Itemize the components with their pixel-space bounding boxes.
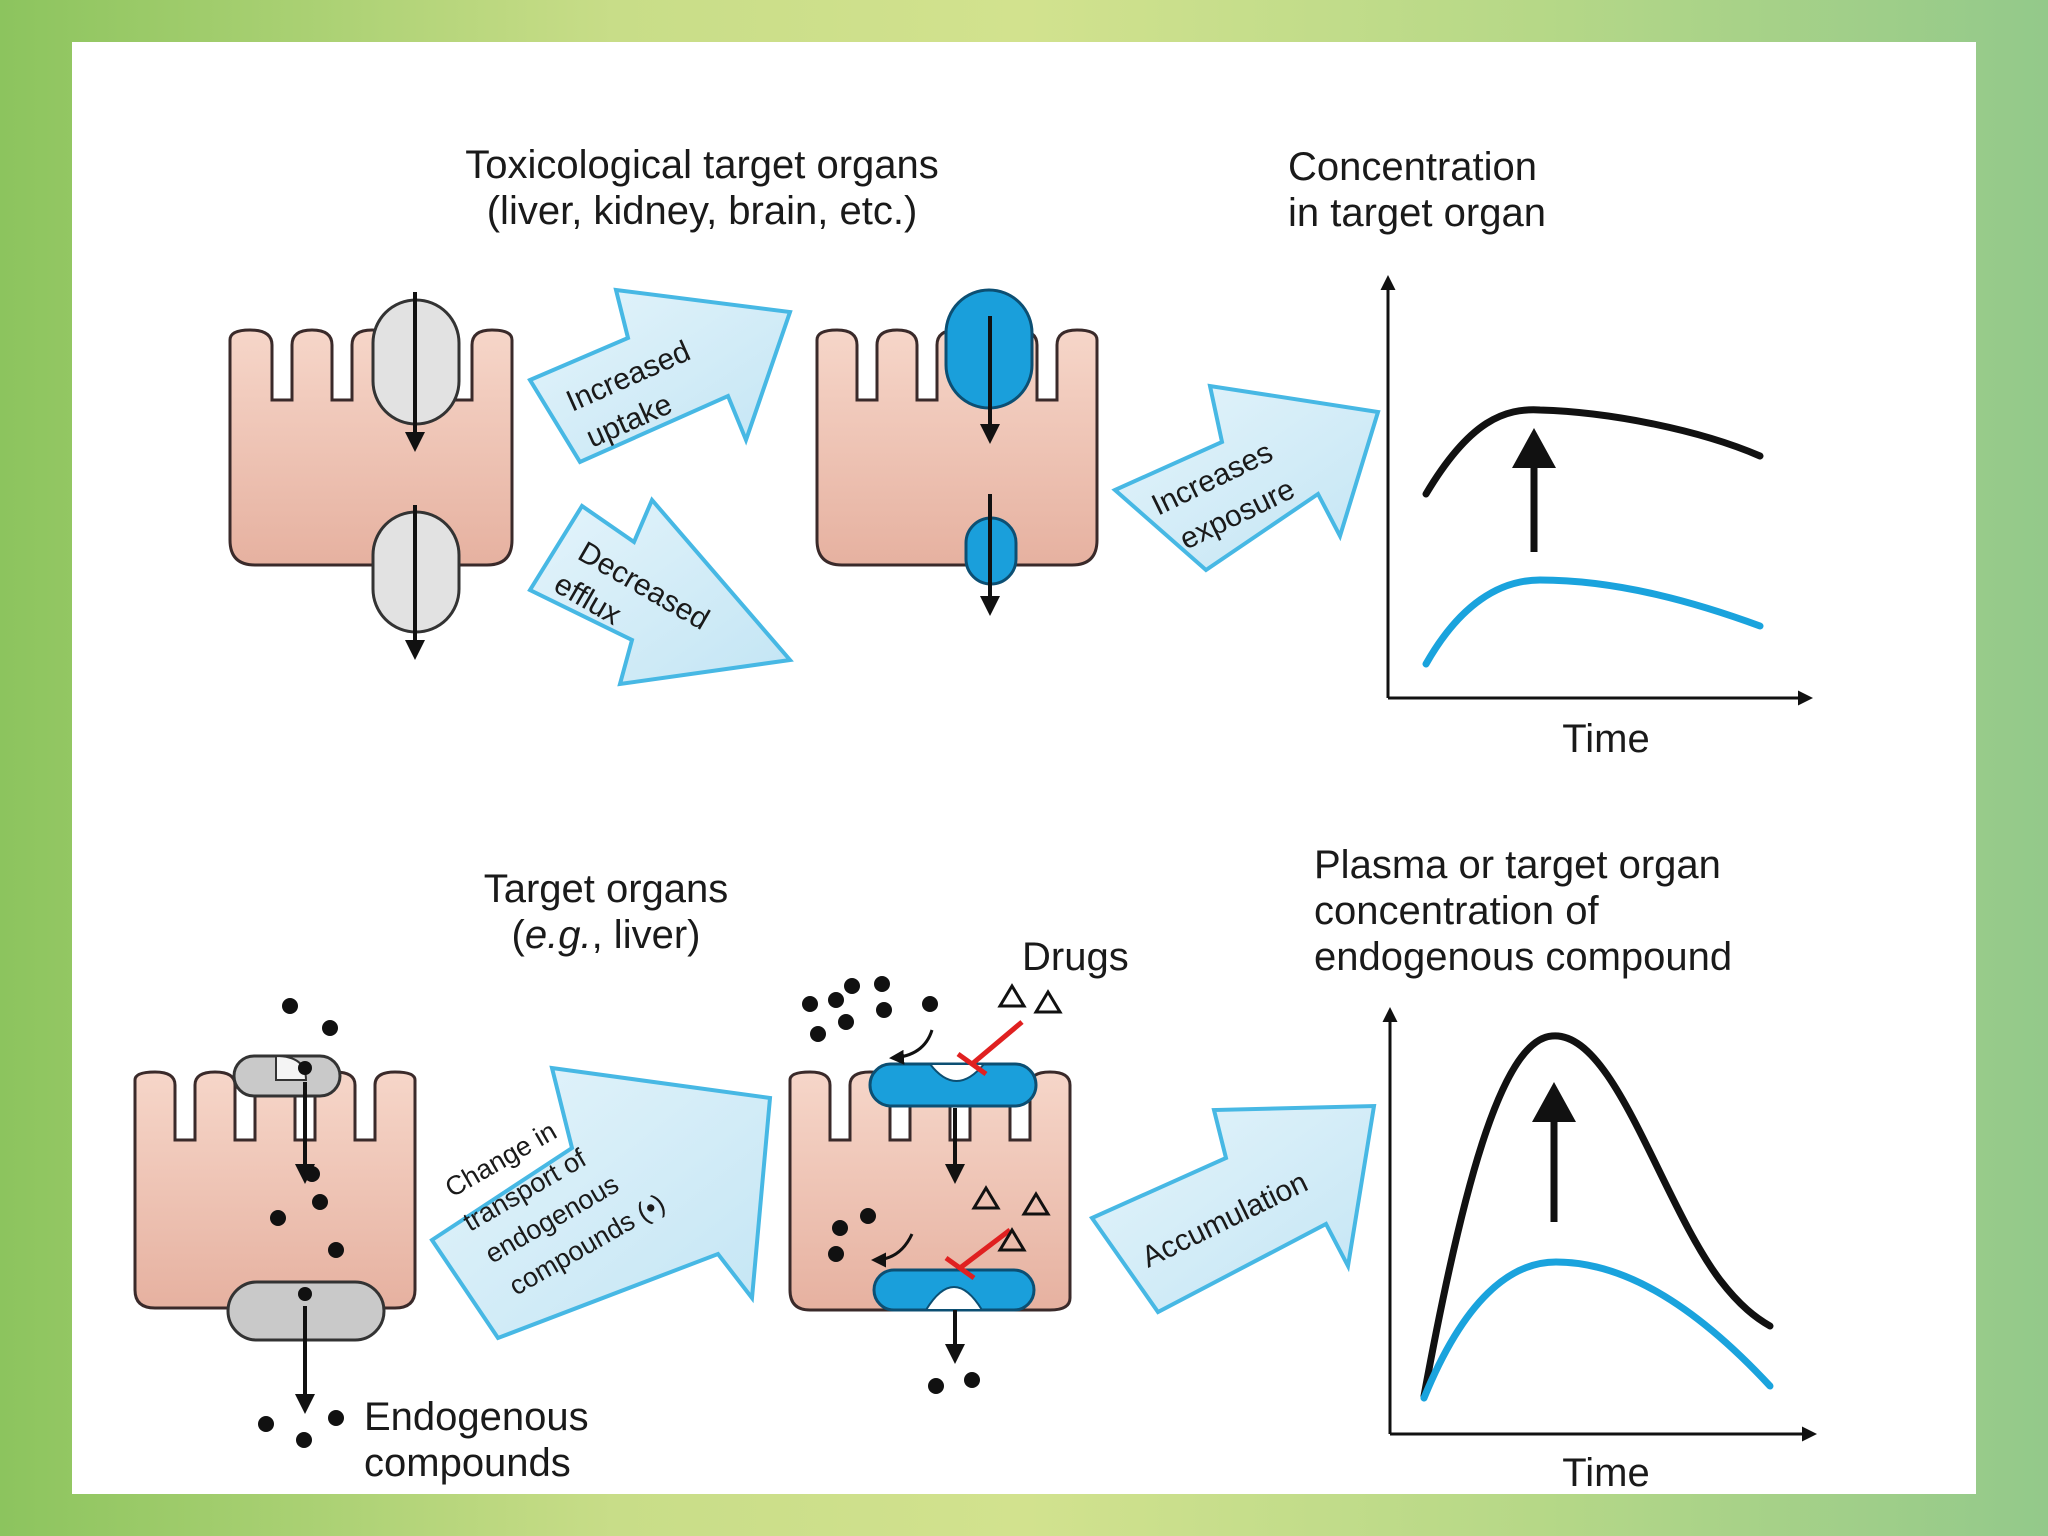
graph-bottom: Plasma or target organ concentration of … bbox=[1314, 843, 1817, 1495]
cell-normal-top bbox=[228, 292, 514, 660]
graph-bottom-xlabel: Time bbox=[1562, 1451, 1649, 1495]
graph-bottom-title-line2: concentration of bbox=[1314, 889, 1600, 933]
top-title-line2: (liver, kidney, brain, etc.) bbox=[487, 189, 918, 233]
blocked-efflux-arrow bbox=[871, 1233, 914, 1268]
arrow-accumulation: Accumulation bbox=[1088, 1103, 1377, 1315]
title-suffix: , liver) bbox=[592, 913, 701, 957]
endogenous-dots bbox=[802, 976, 980, 1394]
dot-icon bbox=[328, 1410, 344, 1426]
top-title: Toxicological target organs (liver, kidn… bbox=[465, 143, 939, 233]
title-prefix: ( bbox=[512, 913, 526, 957]
inhibitor-line-bottom bbox=[958, 1228, 1012, 1270]
cell-altered-bottom: Drugs bbox=[788, 935, 1129, 1394]
increase-arrow-head bbox=[1532, 1082, 1576, 1122]
increase-arrow-head bbox=[1512, 428, 1556, 468]
curve-accumulated-concentration bbox=[1420, 1032, 1774, 1400]
dot-icon bbox=[296, 1432, 312, 1448]
cell-normal-bottom bbox=[133, 998, 417, 1414]
cell-body bbox=[228, 328, 514, 567]
graph-top-title-line2: in target organ bbox=[1288, 191, 1546, 235]
dot-icon bbox=[258, 1416, 274, 1432]
cell-altered-top bbox=[815, 288, 1099, 616]
arrow-change-transport: Change in transport of endogenous compou… bbox=[429, 1065, 773, 1341]
arrow-increases-exposure: Increases exposure bbox=[1111, 383, 1381, 573]
legend-line2: compounds bbox=[364, 1441, 571, 1485]
inhibitor-line-top bbox=[970, 1020, 1024, 1066]
drugs-label: Drugs bbox=[1022, 935, 1129, 979]
bottom-title-line2: (e.g., liver) bbox=[512, 913, 701, 957]
curve-normal-concentration bbox=[1420, 1258, 1774, 1402]
curve-normal-concentration bbox=[1422, 576, 1764, 668]
graph-bottom-title-line1: Plasma or target organ bbox=[1314, 843, 1721, 887]
bottom-title-line1: Target organs bbox=[484, 867, 729, 911]
graph-top-xlabel: Time bbox=[1562, 717, 1649, 761]
triangle-icon bbox=[971, 983, 1063, 1252]
graph-bottom-title-line3: endogenous compound bbox=[1314, 935, 1732, 979]
top-title-line1: Toxicological target organs bbox=[465, 143, 939, 187]
blocked-uptake-arrow bbox=[889, 1029, 934, 1065]
arrow-decreased-efflux: Decreased efflux bbox=[527, 496, 794, 687]
title-italic: e.g. bbox=[525, 913, 592, 957]
graph-top: Concentration in target organ Time bbox=[1288, 145, 1813, 761]
endogenous-legend: Endogenous compounds bbox=[258, 1395, 589, 1485]
endogenous-dots bbox=[270, 998, 344, 1301]
cell-body bbox=[133, 1070, 417, 1310]
graph-top-title-line1: Concentration bbox=[1288, 145, 1537, 189]
bottom-title: Target organs (e.g., liver) bbox=[484, 867, 729, 957]
arrow-increased-uptake: Increased uptake bbox=[527, 287, 793, 465]
legend-line1: Endogenous bbox=[364, 1395, 589, 1439]
curve-increased-concentration bbox=[1422, 406, 1764, 498]
